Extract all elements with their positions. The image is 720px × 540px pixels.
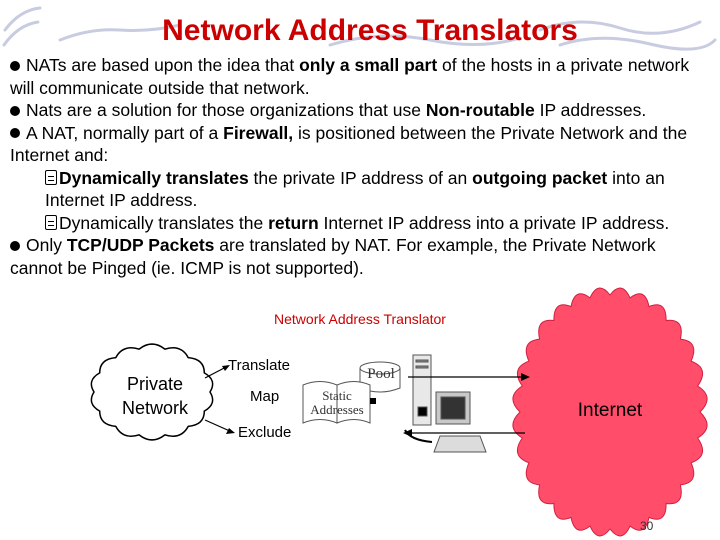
computer-icon	[404, 354, 487, 453]
arrowhead-icon	[226, 428, 235, 434]
internet-cloud	[512, 287, 708, 537]
bullet-item: NATs are based upon the idea that only a…	[10, 55, 690, 98]
bullet-item: Nats are a solution for those organizati…	[10, 99, 710, 122]
arrow-to-internet	[408, 376, 525, 434]
private-network-cloud	[90, 343, 214, 441]
arrowhead-icon	[222, 365, 230, 371]
map-label: Map	[250, 388, 280, 405]
bullet-dot-icon	[10, 60, 20, 71]
arrowhead-icon	[521, 373, 530, 381]
translate-label: Translate	[228, 357, 290, 374]
connector-dot	[370, 398, 376, 404]
bullet-dot-icon	[10, 240, 20, 251]
diagram-caption: Network Address Translator	[274, 311, 446, 327]
arrow-private-to-exclude	[204, 419, 233, 433]
bullet-item: Only TCP/UDP Packets are translated by N…	[10, 235, 656, 278]
pool-label: Pool	[367, 366, 395, 382]
bullet-dot-icon	[10, 105, 20, 116]
internet-label: Internet	[577, 400, 643, 421]
static-addresses-label: Static Addresses	[310, 388, 364, 417]
bullet-dot-icon	[10, 128, 20, 139]
exclude-label: Exclude	[238, 424, 292, 441]
slide-title: Network Address Translators	[162, 14, 578, 47]
page-number: 30	[640, 519, 654, 533]
sub-bullet-item: Dynamically translates the return Intern…	[10, 212, 710, 235]
bullet-item: A NAT, normally part of a Firewall, is p…	[10, 122, 688, 165]
sub-bullet-icon	[45, 214, 57, 230]
sub-bullet-item: Dynamically translates the private IP ad…	[45, 167, 665, 210]
slide-body: NATs are based upon the idea that only a…	[10, 54, 710, 279]
private-network-label: Private Network	[121, 374, 188, 418]
header-swoosh-decoration	[2, 6, 717, 51]
sub-bullet-icon	[45, 169, 57, 185]
arrowhead-icon	[403, 429, 412, 437]
static-addresses-book	[302, 381, 371, 424]
